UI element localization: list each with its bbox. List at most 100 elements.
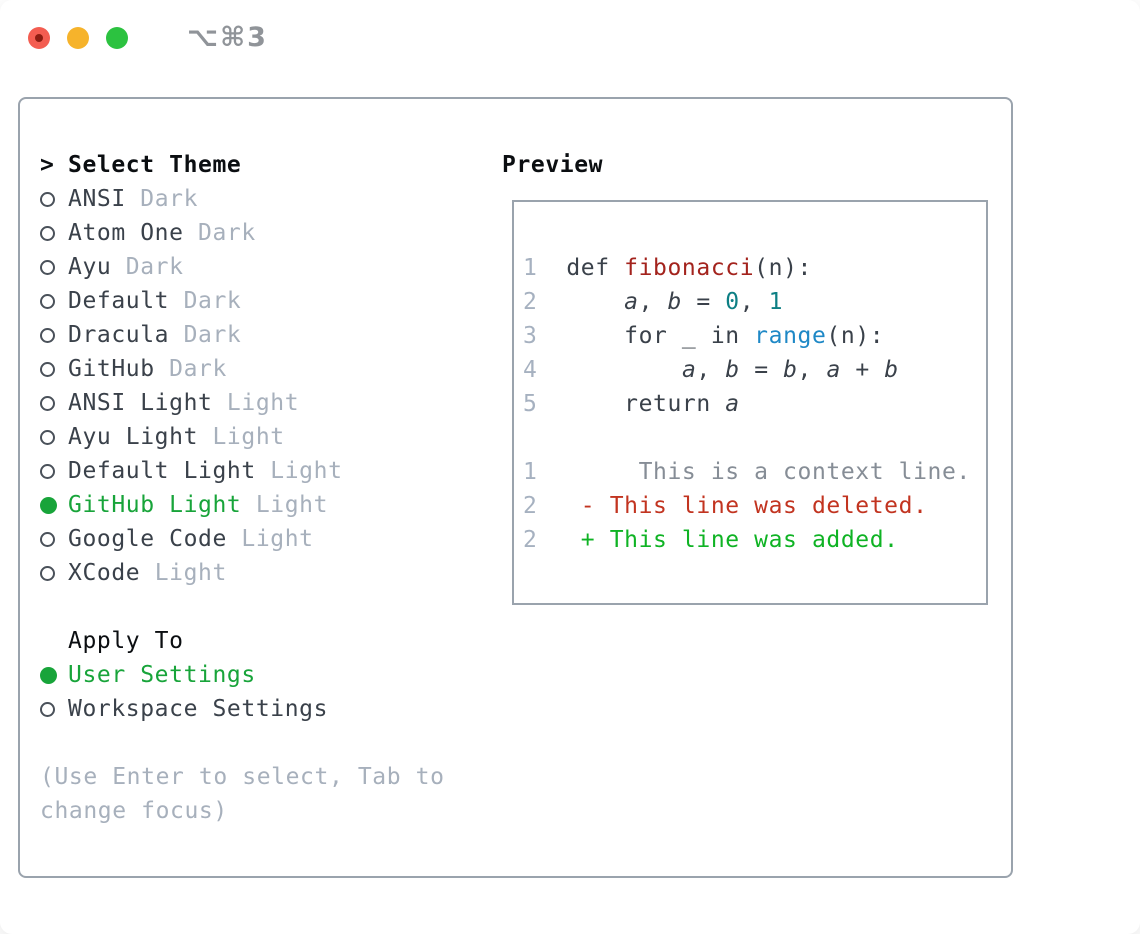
radio-icon [40, 701, 55, 717]
radio-icon [40, 191, 55, 207]
theme-name-label: GitHub Light [68, 492, 242, 518]
theme-name-label: ANSI [68, 186, 126, 212]
minimize-button[interactable] [67, 26, 89, 49]
code-segment-builtin: range [754, 323, 827, 349]
theme-name-label: Google Code [68, 526, 227, 552]
radio-icon [40, 327, 55, 343]
code-segment-del: - This line was deleted. [537, 493, 928, 519]
apply-to-header: Apply To [40, 624, 502, 658]
title-bar: ⌥⌘3 [0, 0, 1140, 75]
preview-line: 3 for _ in range(n): [523, 319, 986, 353]
radio-selected-icon [40, 496, 57, 514]
list-item[interactable]: Atom One Dark [40, 216, 502, 250]
radio-cell [40, 429, 68, 445]
radio-icon [40, 293, 55, 309]
list-item[interactable]: Ayu Dark [40, 250, 502, 284]
code-segment-var: a [681, 357, 697, 383]
theme-variant-label: Light [140, 560, 227, 586]
code-segment-plain: (n): [754, 255, 812, 281]
theme-name-label: Default Light [68, 458, 256, 484]
line-number: 2 [523, 289, 538, 315]
list-item[interactable]: Dracula Dark [40, 318, 502, 352]
list-item[interactable]: Workspace Settings [40, 692, 502, 726]
theme-variant-label: Dark [111, 254, 184, 280]
code-segment-var: a [826, 357, 841, 383]
select-theme-header-label: Select Theme [68, 152, 242, 178]
close-button[interactable] [28, 26, 50, 49]
code-segment-plain: , [739, 289, 769, 315]
theme-variant-label: Light [212, 390, 300, 416]
theme-name-label: Dracula [68, 322, 170, 348]
code-segment-add: + This line was added. [537, 527, 899, 553]
theme-variant-label: Dark [169, 322, 242, 348]
line-number: 1 [523, 255, 538, 281]
radio-cell [40, 701, 68, 717]
code-segment-ctx: This is a context line. [537, 459, 971, 485]
radio-selected-icon [40, 666, 57, 684]
theme-name-label: Ayu [68, 254, 112, 280]
radio-icon [40, 259, 55, 275]
apply-to-header-label: Apply To [68, 628, 184, 654]
list-item[interactable]: Google Code Light [40, 522, 502, 556]
list-item[interactable]: ANSI Light Light [40, 386, 502, 420]
theme-variant-label: Dark [169, 288, 242, 314]
preview-line: 1 This is a context line. [523, 455, 986, 489]
radio-cell [40, 259, 68, 275]
line-number: 2 [523, 527, 538, 553]
help-text-line-2: change focus) [40, 798, 228, 824]
close-button-dot [35, 33, 43, 42]
code-segment-plain: , [797, 357, 827, 383]
code-segment-func: fibonacci [624, 255, 755, 281]
list-item[interactable]: XCode Light [40, 556, 502, 590]
diff-preview: 1 This is a context line.2 - This line w… [523, 455, 986, 557]
code-segment-plain: = [681, 289, 726, 315]
maximize-button[interactable] [106, 26, 128, 49]
apply-target-label: Workspace Settings [68, 696, 329, 722]
code-segment-plain: def [537, 255, 625, 281]
help-text-line-1: (Use Enter to select, Tab to [40, 764, 445, 790]
code-segment-var: b [667, 289, 682, 315]
preview-line: 2 - This line was deleted. [523, 489, 986, 523]
line-number: 1 [523, 459, 538, 485]
line-number: 4 [523, 357, 538, 383]
theme-variant-label: Light [198, 424, 285, 450]
radio-cell [40, 395, 68, 411]
code-segment-plain: return [537, 391, 726, 417]
radio-icon [40, 565, 55, 581]
theme-variant-label: Light [241, 492, 329, 518]
radio-cell [40, 225, 68, 241]
code-segment-num: 0 [725, 289, 740, 315]
radio-cell [40, 327, 68, 343]
list-item[interactable]: Ayu Light Light [40, 420, 502, 454]
radio-cell [40, 496, 68, 514]
list-item[interactable]: Default Dark [40, 284, 502, 318]
radio-icon [40, 361, 55, 377]
theme-variant-label: Light [255, 458, 343, 484]
radio-icon [40, 531, 55, 547]
radio-icon [40, 395, 55, 411]
theme-variant-label: Dark [125, 186, 199, 212]
select-theme-header: >Select Theme [40, 148, 502, 182]
list-item[interactable]: GitHub Dark [40, 352, 502, 386]
theme-variant-label: Dark [154, 356, 227, 382]
theme-name-label: XCode [68, 560, 141, 586]
code-segment-plain: , [696, 357, 726, 383]
radio-cell [40, 531, 68, 547]
radio-cell [40, 293, 68, 309]
theme-name-label: Ayu Light [68, 424, 199, 450]
list-item[interactable]: Default Light Light [40, 454, 502, 488]
theme-name-label: ANSI Light [68, 390, 213, 416]
radio-cell [40, 565, 68, 581]
list-item[interactable]: User Settings [40, 658, 502, 692]
preview-line: 4 a, b = b, a + b [523, 353, 986, 387]
code-segment-var: a [725, 391, 740, 417]
list-item[interactable]: GitHub Light Light [40, 488, 502, 522]
list-item[interactable]: ANSI Dark [40, 182, 502, 216]
theme-name-label: Atom One [68, 220, 184, 246]
code-segment-plain [537, 289, 624, 315]
